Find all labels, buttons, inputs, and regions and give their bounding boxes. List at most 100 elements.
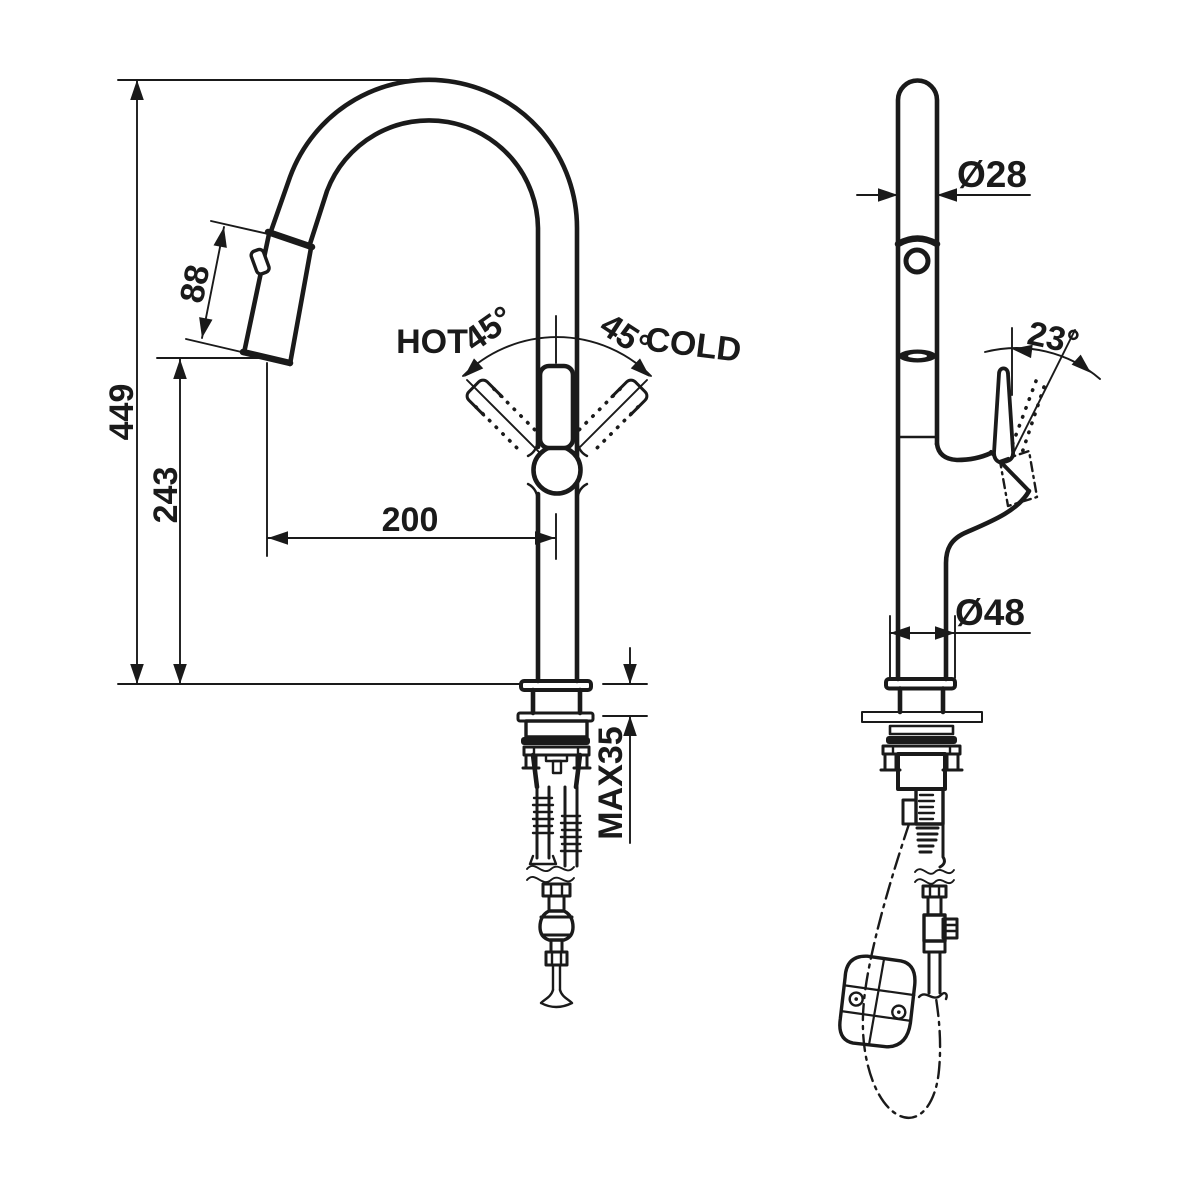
side-pulldown-hose (838, 822, 959, 1120)
side-spray-head-joint (894, 235, 941, 248)
deck-thickness-extension-lines (602, 683, 648, 717)
base-flange-side (884, 677, 957, 691)
hose-nut-side (921, 884, 948, 899)
hose-guide-wall (938, 787, 946, 869)
hose-segment (549, 938, 564, 954)
right-hose (563, 785, 579, 868)
housing-hose-ribs (917, 793, 936, 821)
lever-handle-front (537, 363, 576, 451)
dim-base-diameter: Ø48 (889, 592, 1031, 679)
washer (888, 724, 955, 736)
weight-screw-dot (897, 1010, 901, 1014)
bracket-legs-side (879, 752, 964, 772)
threaded-taper-ribs (915, 826, 940, 854)
front-supply-hoses (526, 785, 583, 1009)
lever-handle-side (992, 366, 1016, 465)
arrowhead (173, 664, 187, 684)
valve-port-lines (941, 923, 959, 933)
angle-leg (1013, 329, 1076, 453)
tail-taper (530, 752, 583, 790)
seal-ring (521, 737, 590, 745)
arrowhead (623, 664, 637, 684)
housing-side-block (901, 798, 918, 826)
dim-spout-reach: 200 (267, 501, 556, 545)
dim-spout-diameter: Ø28 (856, 154, 1031, 202)
dim-o48-label: Ø48 (955, 592, 1025, 633)
hose-nut-flats (550, 950, 563, 967)
coupling-barrel (538, 909, 575, 942)
dim-o48-extensions (889, 615, 956, 679)
weight-body (838, 954, 917, 1049)
tilted-handle-base-block (998, 449, 1039, 508)
side-faucet-outline (894, 78, 1046, 682)
bracket-ticks-side (891, 744, 952, 756)
swing-arc (462, 336, 652, 377)
cold-handle-dotted-edges (576, 387, 640, 451)
cold-handle-end-cap (610, 378, 649, 417)
gooseneck-spout-inner (306, 118, 541, 450)
arrowhead (130, 664, 144, 684)
ball-fillets (526, 435, 589, 505)
dim-outlet-height: 243 (147, 358, 187, 685)
side-view: Ø28 Ø48 23° (838, 78, 1101, 1120)
side-mounting-hardware (861, 677, 983, 869)
dim-total-height: 449 (103, 79, 144, 685)
hose-nut-flats-side (928, 884, 941, 899)
cold-label: COLD (643, 320, 743, 369)
hose-tube (551, 963, 562, 992)
arrowhead (213, 227, 227, 248)
side-body-scurve (943, 488, 1032, 682)
dim-243-label: 243 (147, 467, 185, 524)
hose-break-symbol (526, 864, 575, 883)
base-flange (519, 679, 593, 692)
hose-nut-flats (549, 882, 564, 898)
spray-head-outlet (239, 348, 294, 367)
arrowhead (173, 359, 187, 379)
check-valve-side-port (941, 917, 959, 940)
gooseneck-spout-outer (267, 77, 580, 684)
left-hose-ribs (531, 796, 555, 835)
coupling-bands (539, 915, 574, 937)
hot-handle-end-cap (465, 378, 504, 417)
mounting-body-side (896, 752, 947, 791)
arrowhead (878, 188, 898, 202)
hose-segment-side (926, 895, 943, 917)
front-view: 449 243 88 200 MAX35 (103, 77, 743, 1009)
base-neck (530, 687, 583, 716)
hose-segment (547, 894, 566, 913)
arrowhead (937, 188, 957, 202)
dim-23-label: 23° (1024, 314, 1082, 362)
hose-nut-side (922, 939, 947, 954)
weight-screw (891, 1004, 907, 1020)
front-faucet-outline (239, 77, 589, 684)
base-neck-side (897, 686, 946, 715)
weight-screw-dot (854, 997, 859, 1001)
swing-legs (466, 379, 648, 458)
arrowhead (130, 80, 144, 100)
arrowhead (1012, 344, 1033, 359)
spray-button (249, 247, 271, 276)
dim-spray-head-length: 88 (173, 226, 227, 339)
hose-nut (541, 882, 572, 898)
hose-flared-tip (539, 988, 574, 1009)
front-mounting-hardware (516, 679, 595, 790)
pulldown-hose-loop (861, 822, 942, 1120)
hose-tube-side (927, 950, 942, 995)
left-hose-end (528, 854, 558, 866)
arrowhead (464, 358, 484, 377)
arrowhead (268, 531, 288, 545)
arrowhead (630, 358, 650, 377)
hose-end-break (917, 991, 948, 1001)
threaded-stud (551, 759, 563, 775)
hot-handle-dotted-edges (474, 387, 538, 451)
weight-screw (848, 991, 864, 1007)
dim-max-deck-thickness: MAX35 (592, 647, 637, 844)
hose-nut (544, 950, 569, 967)
seal-ring-side (886, 736, 957, 744)
hose-weight (838, 954, 917, 1049)
dim-o28-label: Ø28 (957, 154, 1027, 195)
hot-label: HOT (396, 323, 468, 361)
right-hose-ribs (559, 814, 583, 853)
